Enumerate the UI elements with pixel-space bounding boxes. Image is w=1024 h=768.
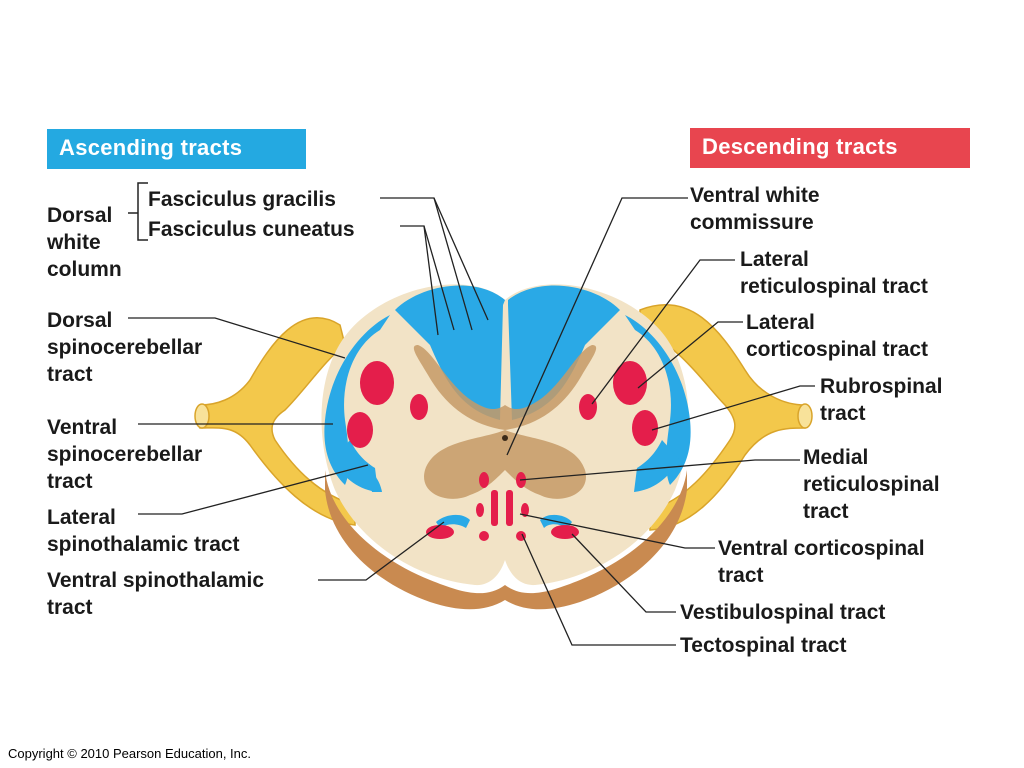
- ascending-tract-regions: [324, 285, 691, 528]
- label-dorsal-spinocerebellar: Dorsal spinocerebellar tract: [47, 309, 203, 386]
- central-canal: [502, 435, 508, 441]
- copyright-notice: Copyright © 2010 Pearson Education, Inc.: [8, 746, 252, 761]
- label-ventral-corticospinal: Ventral corticospinal tract: [718, 537, 925, 587]
- leader-lines: [128, 197, 815, 646]
- label-rubrospinal: Rubrospinal tract: [820, 375, 943, 425]
- label-tectospinal: Tectospinal tract: [680, 634, 847, 657]
- dorsal-column-bracket: [128, 182, 148, 241]
- label-fasciculus-cuneatus: Fasciculus cuneatus: [148, 218, 355, 241]
- label-lateral-reticulospinal: Lateral reticulospinal tract: [740, 248, 928, 298]
- label-ventral-spinothalamic: Ventral spinothalamic tract: [47, 569, 265, 619]
- label-medial-reticulospinal: Medial reticulospinal tract: [803, 446, 940, 523]
- label-lateral-corticospinal: Lateral corticospinal tract: [746, 311, 929, 361]
- label-lateral-spinothalamic: Lateral spinothalamic tract: [47, 506, 240, 556]
- descending-tracts-legend: Descending tracts: [690, 128, 970, 168]
- ascending-tracts-legend: Ascending tracts: [47, 129, 306, 169]
- gray-matter: [413, 345, 597, 499]
- label-ventral-spinocerebellar: Ventral spinocerebellar tract: [47, 416, 203, 493]
- label-ventral-white-commissure: Ventral white commissure: [690, 184, 820, 234]
- descending-tract-regions: [347, 361, 658, 541]
- label-fasciculus-gracilis: Fasciculus gracilis: [148, 188, 336, 211]
- label-vestibulospinal: Vestibulospinal tract: [680, 601, 886, 624]
- label-dorsal-white-column: Dorsal white column: [47, 204, 122, 281]
- left-nerve-root: [194, 317, 356, 526]
- cord-cut-edge: [325, 470, 687, 610]
